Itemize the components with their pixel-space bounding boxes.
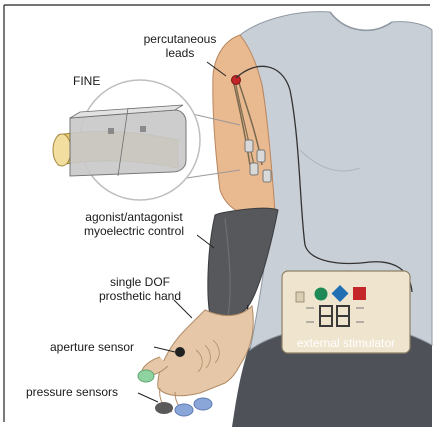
- nerve-cross-section: [53, 134, 71, 166]
- electrode-2: [257, 150, 265, 162]
- pressure-sensor-1: [155, 402, 173, 414]
- pressure-sensor-2: [175, 404, 193, 416]
- label-fine: FINE: [73, 74, 100, 88]
- label-pressure-sensors: pressure sensors: [26, 385, 118, 399]
- stimulator-port: [296, 292, 304, 302]
- electrode-4: [263, 170, 271, 182]
- label-percutaneous-leads: percutaneous leads: [130, 32, 230, 60]
- label-aperture-sensor: aperture sensor: [50, 340, 134, 354]
- aperture-sensor-pad: [138, 370, 154, 382]
- leader-pressure-sensors: [138, 393, 158, 402]
- contact-2: [140, 126, 146, 132]
- label-prosthetic-hand: single DOF prosthetic hand: [95, 275, 185, 303]
- button-red-icon: [353, 287, 366, 300]
- fine-cuff: [70, 110, 186, 176]
- electrode-3: [250, 163, 258, 175]
- aperture-sensor-dot: [175, 347, 185, 357]
- lead-exit-site: [232, 76, 241, 85]
- label-myoelectric-control: agonist/antagonist myoelectric control: [70, 210, 198, 238]
- pressure-sensor-3: [194, 398, 212, 410]
- electrode-1: [245, 140, 253, 152]
- contact-1: [108, 128, 114, 134]
- button-green-icon: [315, 288, 328, 301]
- label-external-stimulator: external stimulator: [282, 336, 410, 350]
